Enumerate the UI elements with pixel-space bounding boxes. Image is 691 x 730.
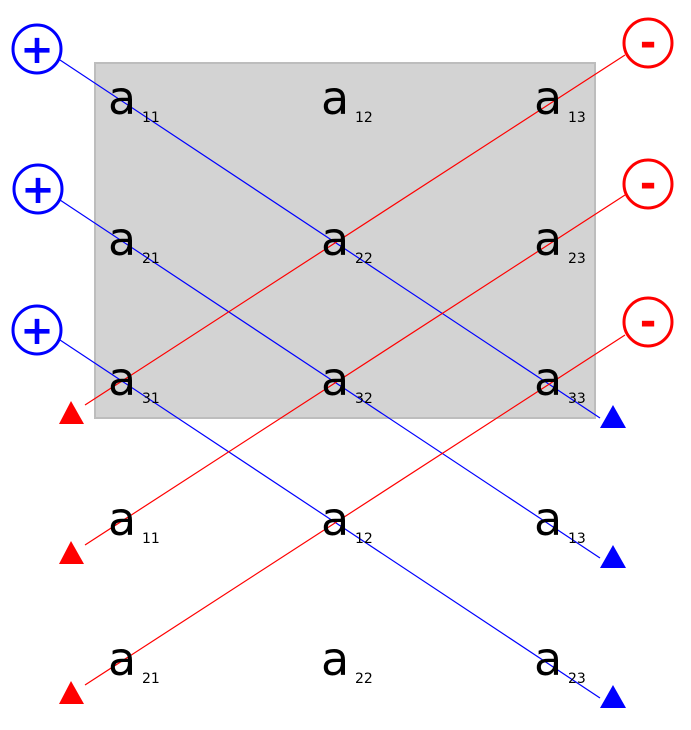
entry-subscript: 22 [355, 251, 373, 267]
blue-arrowhead-3 [600, 685, 626, 708]
arrowheads [59, 401, 626, 708]
diagonal-lines [59, 54, 626, 699]
plus-sign-label: + [20, 27, 54, 73]
entry-letter: a [534, 352, 562, 406]
matrix-entry-1-1: a 11 [108, 71, 160, 126]
entry-letter: a [534, 71, 562, 125]
plus-sign-2: + [12, 163, 64, 215]
entry-letter: a [108, 352, 136, 406]
minus-sign-2: - [622, 158, 674, 210]
entry-letter: a [534, 212, 562, 266]
entry-subscript: 23 [568, 671, 586, 687]
entry-letter: a [108, 71, 136, 125]
entry-subscript: 11 [142, 531, 160, 547]
matrix-entry-3-3: a 33 [534, 352, 586, 407]
matrix-entry-2-1: a 21 [108, 212, 160, 267]
extension-entry-1-1: a 11 [108, 492, 160, 547]
entry-letter: a [321, 632, 349, 686]
plus-diagonal-1 [59, 59, 601, 419]
red-arrowhead-2 [59, 541, 84, 564]
minus-signs: - - - [622, 17, 674, 348]
plus-sign-label: + [21, 167, 55, 213]
entry-subscript: 23 [568, 251, 586, 267]
entry-letter: a [321, 212, 349, 266]
matrix-entry-2-3: a 23 [534, 212, 586, 267]
entry-subscript: 11 [142, 110, 160, 126]
minus-sign-label: - [640, 20, 657, 66]
entry-subscript: 12 [355, 531, 373, 547]
minus-diagonal-3 [84, 334, 626, 686]
entry-letter: a [534, 492, 562, 546]
extension-entry-1-3: a 13 [534, 492, 586, 547]
entry-subscript: 13 [568, 110, 586, 126]
entry-subscript: 13 [568, 531, 586, 547]
minus-sign-1: - [622, 17, 674, 69]
entry-letter: a [108, 632, 136, 686]
entry-letter: a [321, 71, 349, 125]
minus-diagonal-1 [84, 54, 626, 406]
entry-subscript: 32 [355, 391, 373, 407]
red-arrowhead-3 [59, 681, 84, 704]
entry-subscript: 33 [568, 391, 586, 407]
entry-letter: a [321, 352, 349, 406]
red-arrowhead-1 [59, 401, 84, 424]
plus-diagonal-2 [59, 199, 601, 559]
entry-letter: a [321, 492, 349, 546]
entry-subscript: 31 [142, 391, 160, 407]
plus-signs: + + + [11, 23, 64, 356]
blue-arrowhead-1 [600, 405, 626, 428]
minus-sign-3: - [622, 296, 674, 348]
entry-subscript: 22 [355, 671, 373, 687]
matrix-entry-1-2: a 12 [321, 71, 373, 126]
matrix-entry-1-3: a 13 [534, 71, 586, 126]
entry-subscript: 21 [142, 671, 160, 687]
plus-diagonal-3 [59, 339, 601, 699]
plus-sign-1: + [11, 23, 63, 75]
entry-letter: a [108, 492, 136, 546]
plus-sign-label: + [20, 308, 54, 354]
extension-entry-2-3: a 23 [534, 632, 586, 687]
extension-entry-2-2: a 22 [321, 632, 373, 687]
extension-entry-1-2: a 12 [321, 492, 373, 547]
matrix-entry-3-1: a 31 [108, 352, 160, 407]
extension-entry-2-1: a 21 [108, 632, 160, 687]
entry-subscript: 12 [355, 110, 373, 126]
matrix-entry-3-2: a 32 [321, 352, 373, 407]
blue-arrowhead-2 [600, 545, 626, 568]
minus-diagonal-2 [84, 194, 626, 546]
entry-letter: a [108, 212, 136, 266]
plus-sign-3: + [11, 304, 63, 356]
minus-sign-label: - [640, 299, 657, 345]
entry-subscript: 21 [142, 251, 160, 267]
matrix-entry-2-2: a 22 [321, 212, 373, 267]
minus-sign-label: - [640, 161, 657, 207]
entry-letter: a [534, 632, 562, 686]
